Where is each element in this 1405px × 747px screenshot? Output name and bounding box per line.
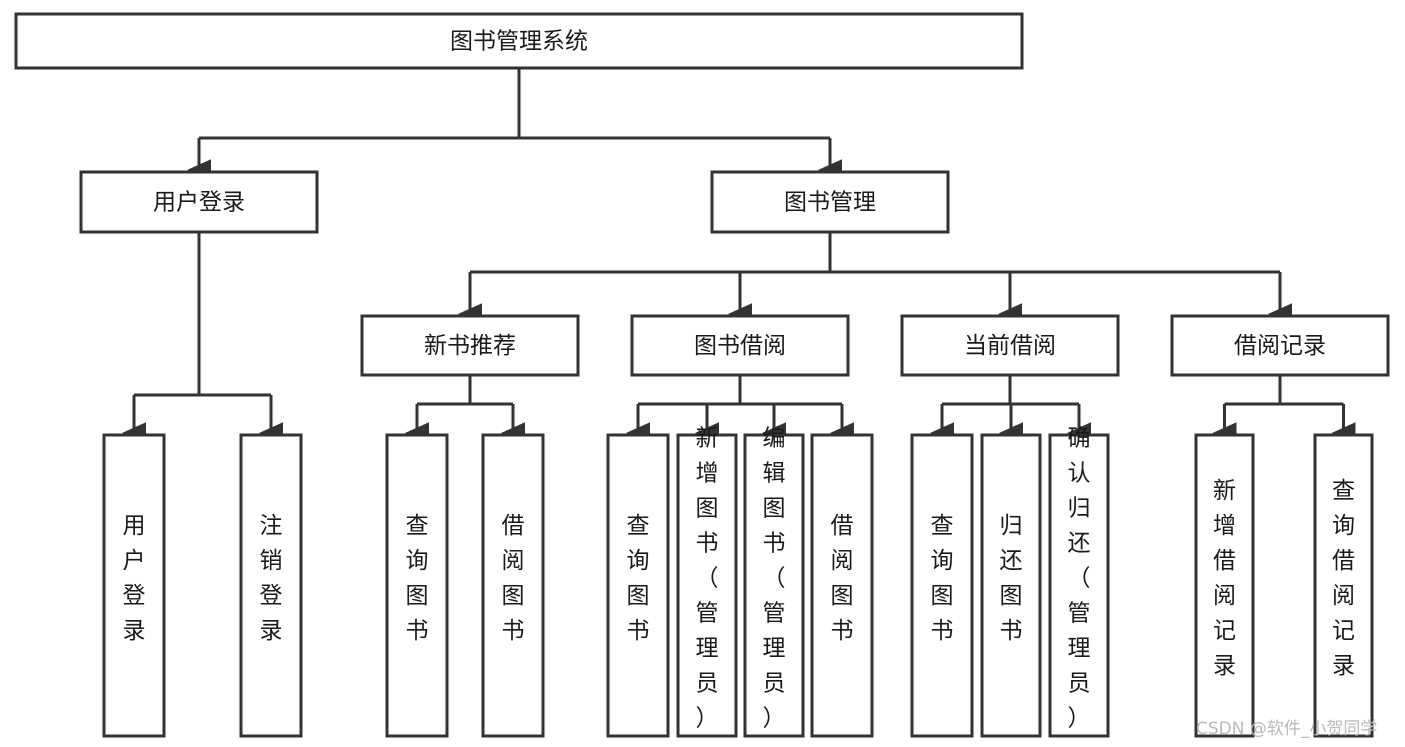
node-box-borrow-book-1[interactable]: [481, 433, 545, 738]
node-label-return-book: 归还图书: [1000, 513, 1023, 644]
node-boxes: 图书管理系统用户登录用户登录注销登录图书管理新书推荐查询图书借阅图书图书借阅查询…: [14, 12, 1390, 738]
node-box-book-borrow[interactable]: [630, 314, 850, 377]
node-label-book-borrow: 图书借阅: [694, 333, 786, 359]
node-box-query-book-3[interactable]: [910, 433, 974, 738]
node-box-new-book-recommend[interactable]: [360, 314, 580, 377]
node-box-query-book-1[interactable]: [385, 433, 449, 738]
node-user-login-leaf[interactable]: 用户登录: [102, 433, 166, 738]
node-box-root[interactable]: [14, 12, 1024, 70]
node-query-book-1[interactable]: 查询图书: [385, 433, 449, 738]
node-label-current-borrow: 当前借阅: [964, 333, 1056, 359]
node-label-confirm-return-admin: 确认归还（管理员）: [1068, 426, 1091, 732]
node-confirm-return-admin[interactable]: 确认归还（管理员）: [1048, 426, 1110, 738]
node-box-edit-book-admin[interactable]: [743, 433, 805, 738]
node-book-borrow[interactable]: 图书借阅: [630, 314, 850, 377]
node-borrow-book-2[interactable]: 借阅图书: [810, 433, 874, 738]
node-label-borrow-book-1: 借阅图书: [502, 513, 525, 644]
node-box-confirm-return-admin[interactable]: [1048, 433, 1110, 738]
node-user-login[interactable]: 用户登录: [79, 170, 319, 234]
node-box-query-book-2[interactable]: [606, 433, 670, 738]
node-query-book-2[interactable]: 查询图书: [606, 433, 670, 738]
node-user-logout-leaf[interactable]: 注销登录: [239, 433, 303, 738]
node-borrow-record[interactable]: 借阅记录: [1170, 314, 1390, 377]
node-borrow-book-1[interactable]: 借阅图书: [481, 433, 545, 738]
node-box-current-borrow[interactable]: [900, 314, 1120, 377]
node-label-borrow-record: 借阅记录: [1234, 333, 1326, 359]
node-edit-book-admin[interactable]: 编辑图书（管理员）: [743, 426, 805, 738]
node-label-query-book-1: 查询图书: [406, 513, 429, 644]
node-label-book-management: 图书管理: [784, 190, 876, 216]
node-label-query-borrow-record: 查询借阅记录: [1332, 478, 1355, 679]
node-query-borrow-record[interactable]: 查询借阅记录: [1313, 433, 1374, 738]
node-label-borrow-book-2: 借阅图书: [831, 513, 854, 644]
node-label-new-book-recommend: 新书推荐: [424, 333, 516, 359]
node-box-user-logout-leaf[interactable]: [239, 433, 303, 738]
connector-lines: [122, 68, 1356, 444]
node-box-add-borrow-record[interactable]: [1194, 433, 1255, 738]
node-box-return-book[interactable]: [980, 433, 1042, 738]
node-box-query-borrow-record[interactable]: [1313, 433, 1374, 738]
node-label-user-login: 用户登录: [153, 190, 245, 216]
node-new-book-recommend[interactable]: 新书推荐: [360, 314, 580, 377]
node-label-user-logout-leaf: 注销登录: [260, 513, 283, 644]
node-label-add-borrow-record: 新增借阅记录: [1213, 478, 1236, 679]
node-label-root: 图书管理系统: [450, 29, 588, 55]
csdn-watermark: CSDN @软件_小贺同学: [1196, 719, 1377, 739]
node-current-borrow[interactable]: 当前借阅: [900, 314, 1120, 377]
node-label-edit-book-admin: 编辑图书（管理员）: [763, 426, 786, 732]
node-return-book[interactable]: 归还图书: [980, 433, 1042, 738]
node-box-borrow-record[interactable]: [1170, 314, 1390, 377]
node-add-book-admin[interactable]: 新增图书（管理员）: [676, 426, 738, 738]
node-label-add-book-admin: 新增图书（管理员）: [696, 426, 719, 732]
node-box-user-login[interactable]: [79, 170, 319, 234]
node-label-query-book-2: 查询图书: [627, 513, 650, 644]
node-add-borrow-record[interactable]: 新增借阅记录: [1194, 433, 1255, 738]
node-query-book-3[interactable]: 查询图书: [910, 433, 974, 738]
node-box-user-login-leaf[interactable]: [102, 433, 166, 738]
node-box-add-book-admin[interactable]: [676, 433, 738, 738]
node-book-management[interactable]: 图书管理: [710, 170, 950, 234]
node-box-borrow-book-2[interactable]: [810, 433, 874, 738]
node-label-query-book-3: 查询图书: [931, 513, 954, 644]
node-root[interactable]: 图书管理系统: [14, 12, 1024, 70]
node-box-book-management[interactable]: [710, 170, 950, 234]
node-label-user-login-leaf: 用户登录: [123, 513, 146, 644]
